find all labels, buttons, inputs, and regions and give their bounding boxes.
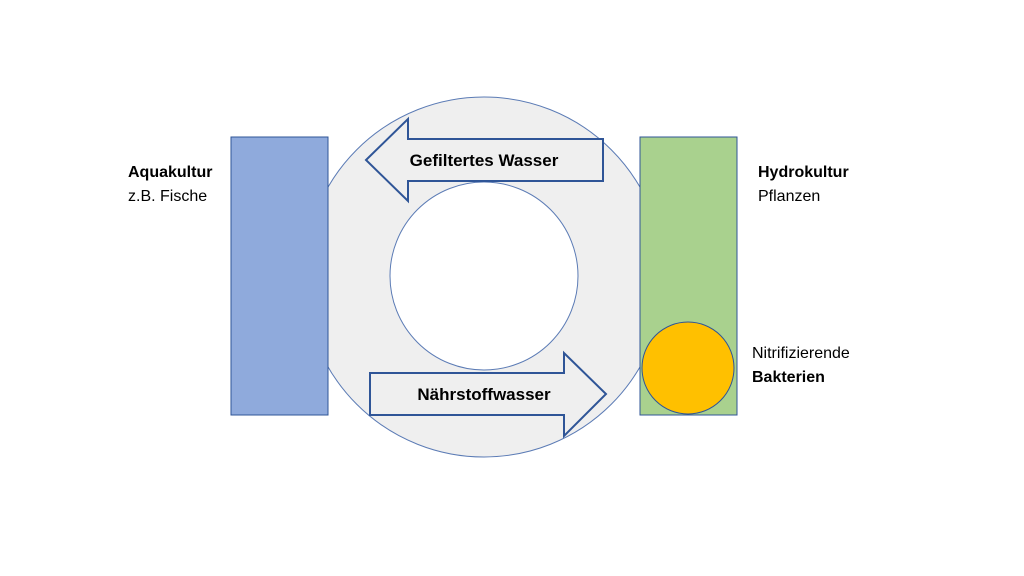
aquakultur-tank — [230, 136, 329, 416]
nutrient-water-label: Nährstoffwasser — [417, 385, 551, 404]
bacteria-circle — [641, 321, 735, 415]
hydrokultur-label: Hydrokultur Pflanzen — [758, 161, 849, 209]
bacteria-line1: Nitrifizierende — [752, 345, 850, 362]
nutrient-water-arrow — [369, 350, 608, 439]
bacteria-label: Nitrifizierende Bakterien — [752, 342, 850, 390]
cycle-ring-inner — [389, 181, 579, 371]
aquakultur-label: Aquakultur z.B. Fische — [128, 161, 212, 209]
bacteria-line2: Bakterien — [752, 369, 825, 386]
filtered-water-arrow — [364, 116, 604, 204]
hydrokultur-subtitle: Pflanzen — [758, 188, 821, 205]
aquakultur-subtitle: z.B. Fische — [128, 188, 208, 205]
aquakultur-title: Aquakultur — [128, 164, 213, 181]
hydrokultur-title: Hydrokultur — [758, 164, 849, 181]
filtered-water-label: Gefiltertes Wasser — [410, 151, 559, 170]
